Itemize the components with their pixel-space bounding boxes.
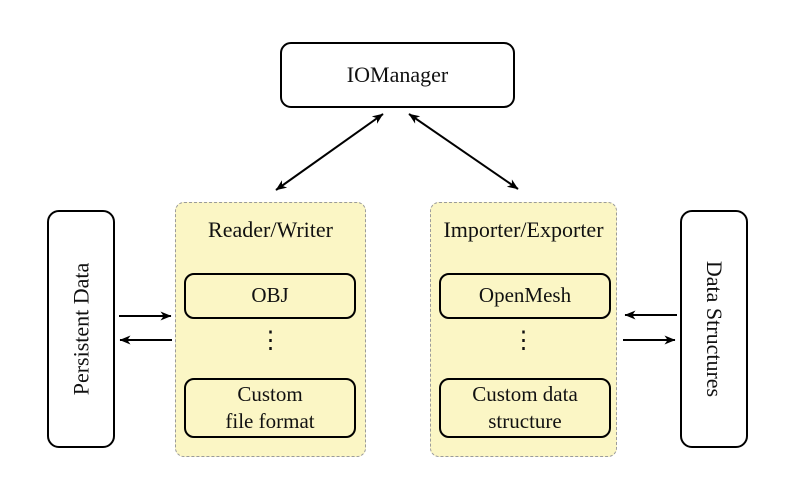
- node-persistent-data: Persistent Data: [47, 210, 115, 448]
- node-iomanager-label: IOManager: [346, 62, 449, 87]
- group-importer-exporter-title: Importer/Exporter: [443, 217, 604, 242]
- node-iomanager: IOManager: [280, 42, 515, 108]
- node-openmesh: OpenMesh: [439, 273, 611, 319]
- node-obj: OBJ: [184, 273, 356, 319]
- node-custom-file-format: Custom file format: [184, 378, 356, 438]
- node-custom-data-structure: Custom data structure: [439, 378, 611, 438]
- node-data-structures: Data Structures: [680, 210, 748, 448]
- importer-exporter-ellipsis: ⋮: [511, 328, 536, 354]
- group-importer-exporter: Importer/Exporter OpenMesh ⋮ Custom data…: [430, 202, 617, 457]
- arrow-iomanager-readerwriter: [275, 113, 384, 191]
- node-data-structures-label: Data Structures: [702, 260, 728, 398]
- arrow-iomanager-importerexporter: [408, 113, 519, 190]
- node-persistent-data-label: Persistent Data: [68, 262, 93, 396]
- reader-writer-ellipsis: ⋮: [258, 328, 283, 354]
- group-reader-writer: Reader/Writer OBJ ⋮ Custom file format: [175, 202, 366, 457]
- group-reader-writer-title: Reader/Writer: [208, 217, 333, 242]
